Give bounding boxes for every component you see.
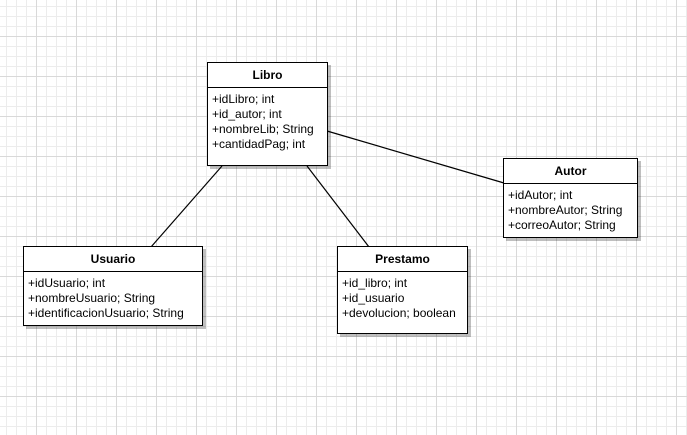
class-libro-attribute[interactable]: +cantidadPag; int — [212, 137, 306, 151]
class-prestamo[interactable]: Prestamo +id_libro; int +id_usuario +dev… — [337, 246, 468, 334]
class-usuario-name[interactable]: Usuario — [24, 247, 202, 272]
class-autor-attribute[interactable]: +idAutor; int — [508, 188, 573, 202]
class-usuario-attributes: +idUsuario; int +nombreUsuario; String +… — [24, 272, 202, 321]
class-libro-attribute[interactable]: +id_autor; int — [212, 107, 282, 121]
class-autor-attributes: +idAutor; int +nombreAutor; String +corr… — [504, 184, 637, 233]
class-autor-attribute[interactable]: +nombreAutor; String — [508, 203, 623, 217]
class-autor-name[interactable]: Autor — [504, 159, 637, 184]
class-usuario[interactable]: Usuario +idUsuario; int +nombreUsuario; … — [23, 246, 203, 326]
class-prestamo-attribute[interactable]: +id_libro; int — [342, 276, 408, 290]
class-prestamo-attribute[interactable]: +id_usuario — [342, 291, 405, 305]
class-libro-name[interactable]: Libro — [208, 63, 327, 88]
class-usuario-attribute[interactable]: +idUsuario; int — [28, 276, 106, 290]
class-libro-attribute[interactable]: +idLibro; int — [212, 92, 275, 106]
class-prestamo-attributes: +id_libro; int +id_usuario +devolucion; … — [338, 272, 467, 321]
class-autor[interactable]: Autor +idAutor; int +nombreAutor; String… — [503, 158, 638, 238]
class-usuario-attribute[interactable]: +nombreUsuario; String — [28, 291, 156, 305]
class-autor-attribute[interactable]: +correoAutor; String — [508, 218, 616, 232]
class-usuario-attribute[interactable]: +identificacionUsuario; String — [28, 306, 184, 320]
class-libro[interactable]: Libro +idLibro; int +id_autor; int +nomb… — [207, 62, 328, 166]
class-prestamo-name[interactable]: Prestamo — [338, 247, 467, 272]
association-libro-usuario[interactable] — [150, 165, 223, 248]
association-libro-autor[interactable] — [326, 130, 505, 184]
association-libro-prestamo[interactable] — [306, 165, 370, 248]
class-libro-attribute[interactable]: +nombreLib; String — [212, 122, 314, 136]
class-libro-attributes: +idLibro; int +id_autor; int +nombreLib;… — [208, 88, 327, 152]
class-prestamo-attribute[interactable]: +devolucion; boolean — [342, 306, 456, 320]
